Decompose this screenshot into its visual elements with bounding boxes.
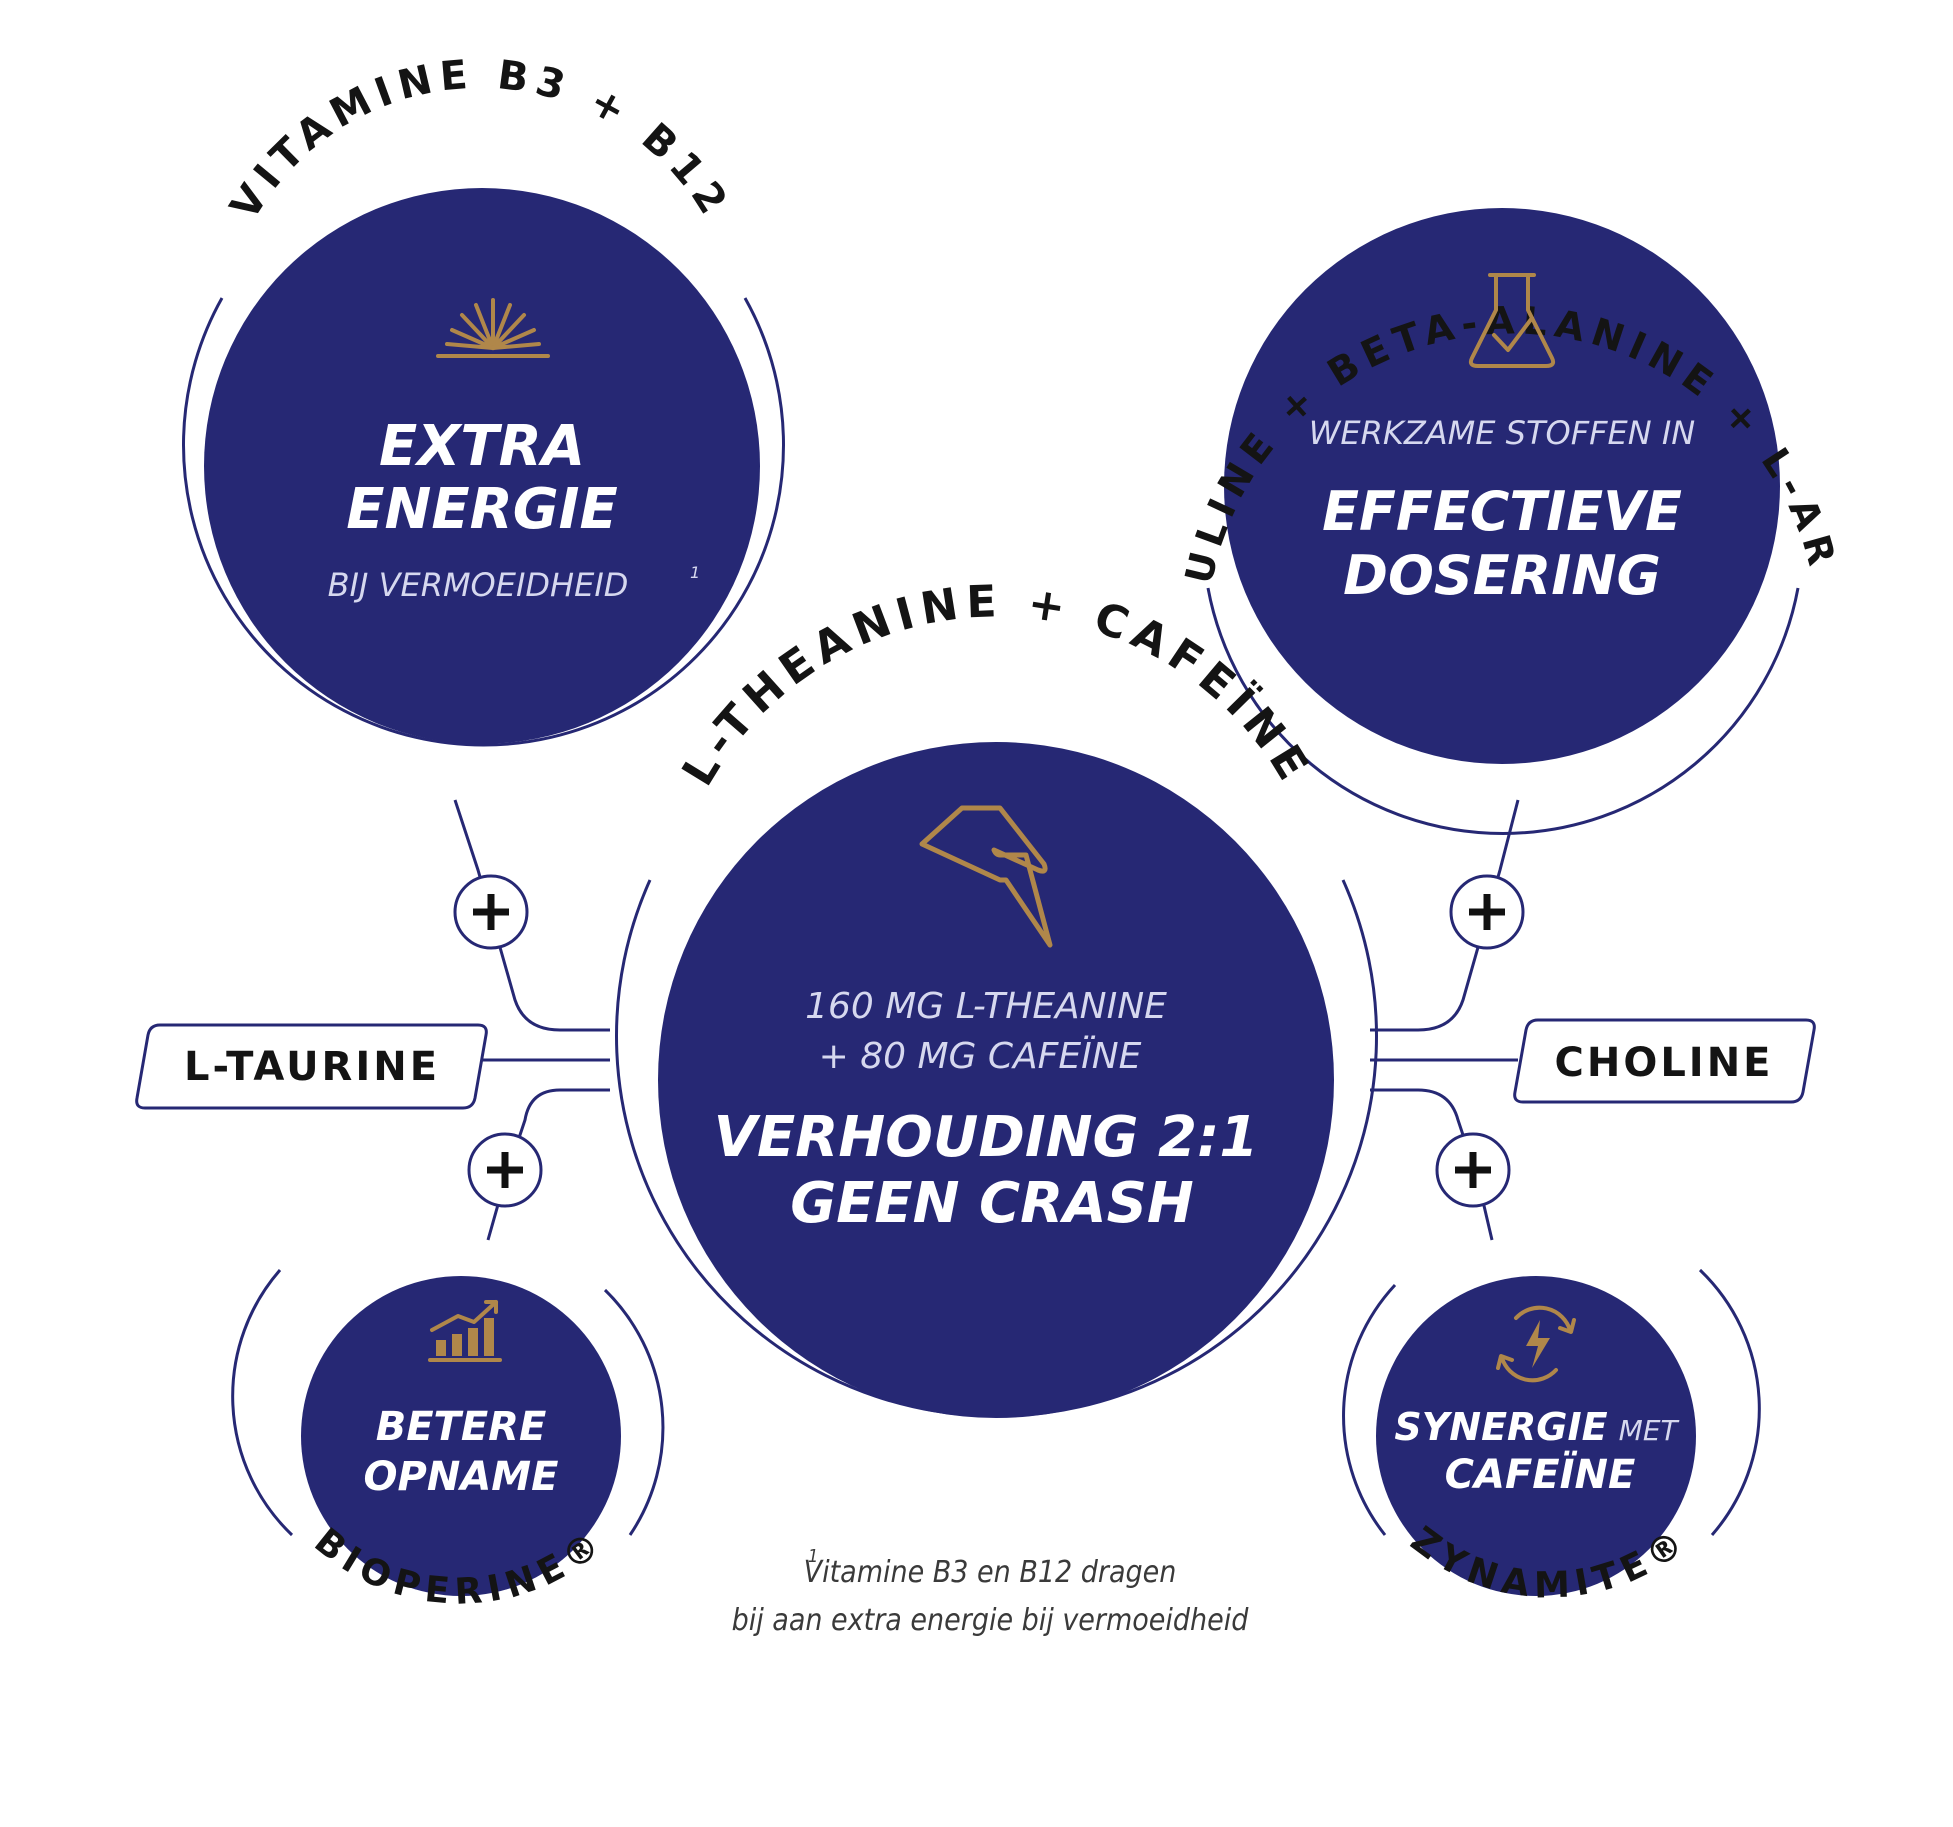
synergie-title-thin: MET	[1619, 1414, 1680, 1447]
circle-extra-energie	[204, 188, 760, 744]
center-detail-line1: 160 MG L-THEANINE	[805, 986, 1167, 1027]
footnote-line2: bij aan extra energie bij vermoeidheid	[732, 1603, 1250, 1638]
tag-choline: CHOLINE	[1513, 1018, 1816, 1104]
plus-badge-top-left	[453, 874, 529, 950]
extra-energie-title-line1: EXTRA	[379, 414, 585, 479]
circle-betere-opname	[301, 1276, 621, 1596]
sunrise-icon	[436, 298, 550, 358]
tag-l-taurine: L-TAURINE	[135, 1023, 488, 1110]
connectors	[453, 799, 1520, 1241]
dosering-intro: WERKZAME STOFFEN IN	[1309, 414, 1696, 452]
dosering-title-line2: DOSERING	[1343, 544, 1661, 607]
extra-energie-title-line2: ENERGIE	[346, 477, 618, 542]
center-detail-line2: + 80 MG CAFEÏNE	[819, 1035, 1142, 1077]
opname-title-line1: BETERE	[376, 1404, 547, 1450]
tag-choline-label: CHOLINE	[1554, 1040, 1773, 1086]
synergie-title-line2: CAFEÏNE	[1445, 1450, 1636, 1498]
circle-effectieve-dosering	[1224, 208, 1780, 764]
plus-badge-bottom-right	[1435, 1132, 1511, 1208]
dosering-title-line1: EFFECTIEVE	[1322, 480, 1682, 543]
plus-badge-bottom-left	[467, 1132, 543, 1208]
circle-verhouding	[658, 742, 1334, 1418]
energy-cycle-icon	[1496, 1305, 1576, 1383]
synergie-title-bold: SYNERGIE	[1394, 1405, 1607, 1449]
lightning-bolt-icon	[919, 805, 1053, 948]
bar-chart-growth-icon	[428, 1300, 502, 1362]
tag-l-taurine-label: L-TAURINE	[184, 1044, 440, 1090]
flask-check-icon	[1468, 273, 1556, 368]
center-title-line1: VERHOUDING 2:1	[714, 1105, 1259, 1170]
footnote-marker: 1	[808, 1546, 818, 1567]
opname-title-line2: OPNAME	[364, 1454, 559, 1500]
extra-energie-superscript: 1	[690, 563, 700, 582]
extra-energie-subtitle: BIJ VERMOEIDHEID	[328, 566, 629, 604]
circle-synergie	[1376, 1276, 1696, 1596]
center-title-line2: GEEN CRASH	[790, 1171, 1194, 1236]
plus-badge-top-right	[1449, 874, 1525, 950]
synergie-title-line1: SYNERGIE MET	[1394, 1405, 1679, 1449]
footnote-line1: Vitamine B3 en B12 dragen	[804, 1555, 1177, 1590]
